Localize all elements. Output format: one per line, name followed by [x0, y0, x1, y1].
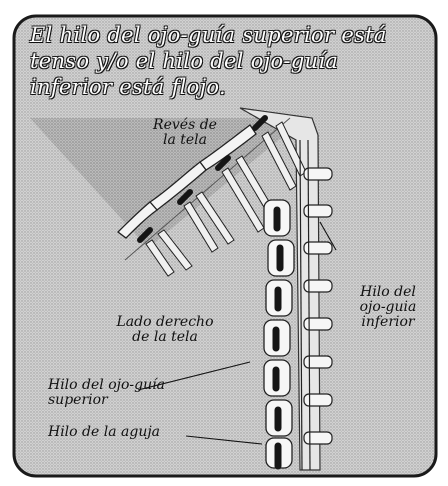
lower-looper-loops — [303, 167, 333, 445]
label-line: Lado derecho — [116, 314, 214, 330]
leader-lines — [137, 221, 337, 445]
label-line: Hilo del ojo-guía — [48, 377, 165, 393]
heading-line: inferior está flojo. — [30, 75, 226, 99]
label-line: Hilo del — [360, 284, 416, 300]
label-line: inferior — [361, 314, 415, 330]
needle-thread-vertical — [272, 206, 284, 470]
fabric-fold-line — [124, 117, 291, 261]
label-hilo-inferior: Hilo del ojo-guia inferior — [348, 285, 428, 330]
label-line: superior — [48, 392, 108, 408]
label-line: ojo-guia — [359, 299, 417, 315]
label-line: Hilo de la aguja — [48, 424, 161, 440]
diagonal-loop-threads — [145, 121, 307, 277]
label-line: la tela — [162, 132, 207, 148]
fabric-wrong-side — [30, 118, 305, 248]
upper-looper-chain — [117, 124, 257, 239]
warning-heading: El hilo del ojo-guía superior está tenso… — [30, 22, 435, 100]
label-hilo-aguja: Hilo de la aguja — [48, 425, 188, 440]
label-lado-derecho: Lado derecho de la tela — [100, 315, 230, 345]
label-line: de la tela — [132, 329, 198, 345]
heading-line: El hilo del ojo-guía superior está — [30, 23, 387, 47]
right-edge-threads — [299, 139, 311, 471]
label-line: Revés de — [153, 117, 217, 133]
label-reves-de-la-tela: Revés de la tela — [140, 118, 230, 148]
heading-line: tenso y/o el hilo del ojo-guía — [30, 49, 339, 73]
needle-thread-diagonal — [137, 115, 268, 243]
label-hilo-superior: Hilo del ojo-guía superior — [48, 378, 168, 408]
